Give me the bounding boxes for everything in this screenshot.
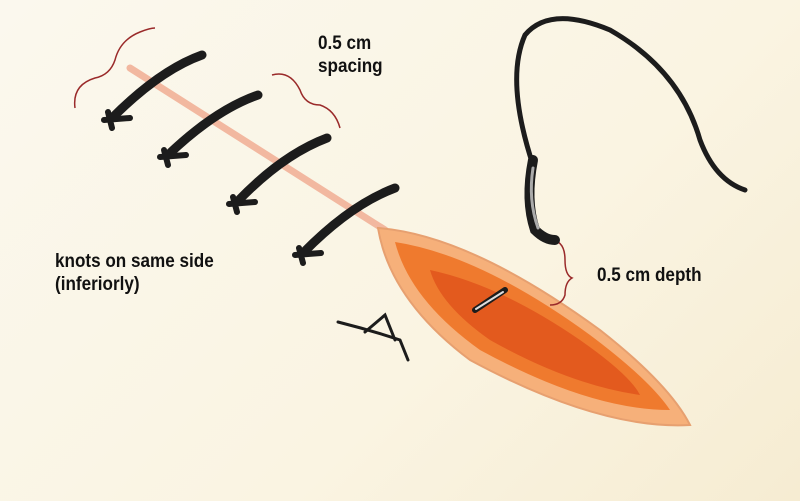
- needle-holder-icon: [336, 312, 410, 362]
- knots-label-line1: knots on same side: [55, 251, 214, 272]
- knots-label-line2: (inferiorly): [55, 274, 140, 295]
- depth-label: 0.5 cm depth: [597, 265, 702, 286]
- depth-brace: [549, 239, 574, 306]
- needle-and-suture: [472, 16, 748, 313]
- interrupted-stitches: [101, 50, 400, 266]
- spacing-brace: [73, 27, 156, 109]
- spacing-label-line2: spacing: [318, 56, 383, 77]
- open-wound: [376, 226, 692, 427]
- knots-label: knots on same side (inferiorly): [55, 250, 214, 296]
- spacing-brace: [271, 73, 341, 129]
- spacing-label: 0.5 cm spacing: [318, 32, 383, 78]
- spacing-label-line1: 0.5 cm: [318, 33, 372, 54]
